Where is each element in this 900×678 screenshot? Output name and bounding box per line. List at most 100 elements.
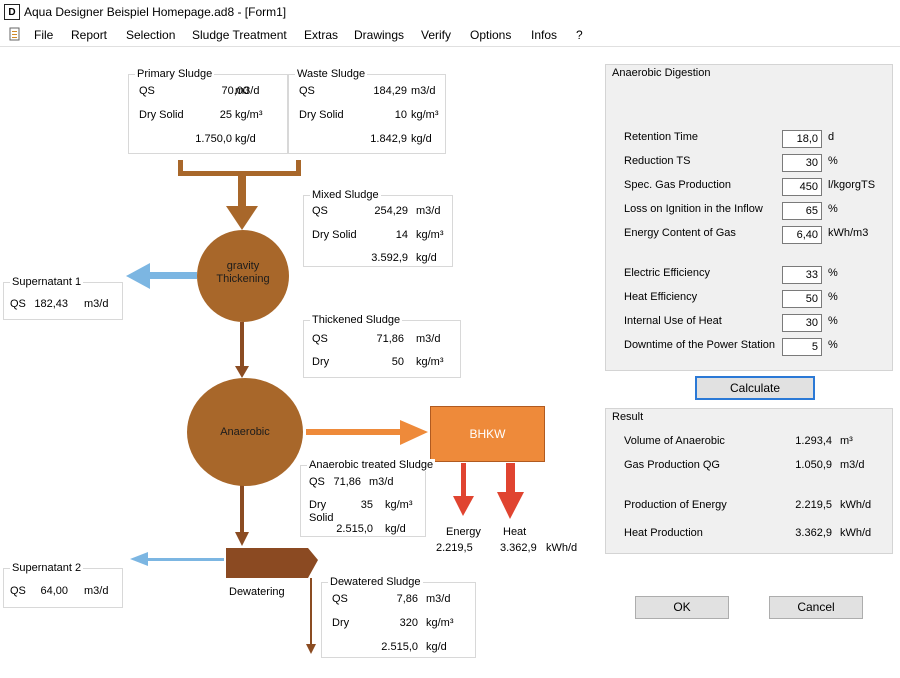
menu-drawings[interactable]: Drawings — [354, 28, 405, 42]
arrow-supernatant2 — [148, 558, 224, 561]
dry-unit: kg/m³ — [416, 356, 444, 368]
primary-sludge-title: Primary Sludge — [135, 68, 215, 80]
dry-solid-label: Dry Solid — [139, 109, 184, 121]
window-title: Aqua Designer Beispiel Homepage.ad8 - [F… — [24, 5, 287, 19]
electric-efficiency-input[interactable]: 33 — [782, 266, 822, 284]
arrow-energy — [461, 463, 466, 497]
downtime-power-station-unit: % — [828, 339, 838, 351]
menu-sludge-treatment[interactable]: Sludge Treatment — [192, 28, 287, 42]
menu-file[interactable]: File — [34, 28, 54, 42]
heat-production-unit: kWh/d — [840, 527, 872, 539]
dry-unit: kg/m³ — [385, 499, 413, 511]
energy-content-gas-input[interactable]: 6,40 — [782, 226, 822, 244]
volume-anaerobic-value: 1.293,4 — [795, 435, 832, 447]
qs-label: QS — [10, 585, 26, 597]
supernatant2-title: Supernatant 2 — [10, 562, 84, 574]
calculate-button[interactable]: Calculate — [695, 376, 815, 400]
document-menu-icon[interactable] — [8, 27, 22, 41]
dry-solid-unit: kg/m³ — [235, 109, 263, 121]
energy-content-gas-label: Energy Content of Gas — [624, 227, 736, 239]
loss-on-ignition-label: Loss on Ignition in the Inflow — [624, 203, 763, 215]
thickened-sludge-box: Thickened Sludge QS 71,86 m3/d Dry 50 kg… — [303, 314, 461, 378]
anaerobic-digestion-panel: Anaerobic Digestion Retention Time 18,0 … — [605, 64, 893, 371]
qs-value: 254,29 — [374, 205, 408, 217]
arrow-to-bhkw — [306, 429, 402, 435]
menu-report[interactable]: Report — [71, 28, 108, 42]
menu-selection[interactable]: Selection — [126, 28, 176, 42]
volume-anaerobic-unit: m³ — [840, 435, 853, 447]
downtime-power-station-label: Downtime of the Power Station — [624, 339, 776, 351]
collector-pipe — [178, 160, 183, 176]
qs-unit: m3/d — [235, 85, 260, 97]
load-value: 2.515,0 — [381, 641, 418, 653]
internal-use-heat-input[interactable]: 30 — [782, 314, 822, 332]
production-energy-label: Production of Energy — [624, 499, 727, 511]
loss-on-ignition-input[interactable]: 65 — [782, 202, 822, 220]
arrow-to-dewatering — [235, 532, 249, 546]
arrow-energy — [453, 496, 474, 516]
qs-value: 64,00 — [40, 585, 68, 597]
menu-extras[interactable]: Extras — [304, 28, 339, 42]
menu-options[interactable]: Options — [470, 28, 512, 42]
anaerobic-treated-title: Anaerobic treated Sludge — [307, 459, 436, 471]
qs-unit: m3/d — [411, 85, 436, 97]
primary-sludge-box: Primary Sludge QS 70,00 m3/d Dry Solid 2… — [128, 68, 288, 154]
thickening-label: Thickening — [216, 273, 270, 285]
retention-time-unit: d — [828, 131, 835, 143]
load-unit: kg/d — [416, 252, 437, 264]
qs-unit: m3/d — [416, 205, 441, 217]
heat-unit: kWh/d — [546, 542, 578, 554]
internal-use-heat-label: Internal Use of Heat — [624, 315, 722, 327]
arrow-to-dewatering — [240, 478, 244, 534]
production-energy-value: 2.219,5 — [795, 499, 832, 511]
qs-unit: m3/d — [416, 333, 441, 345]
internal-use-heat-unit: % — [828, 315, 838, 327]
production-energy-unit: kWh/d — [840, 499, 872, 511]
dry-value: 320 — [399, 617, 418, 629]
downtime-power-station-input[interactable]: 5 — [782, 338, 822, 356]
qs-unit: m3/d — [84, 585, 109, 597]
arrow-heat — [497, 492, 524, 519]
arrow-to-anaerobic — [235, 366, 249, 378]
collector-pipe — [178, 171, 301, 176]
arrow-supernatant1 — [150, 272, 197, 279]
heat-efficiency-label: Heat Efficiency — [624, 291, 698, 303]
arrow-to-thickening — [238, 176, 246, 208]
dry-solid-unit: kg/m³ — [411, 109, 439, 121]
title-bar: D Aqua Designer Beispiel Homepage.ad8 - … — [0, 0, 900, 24]
menu-infos[interactable]: Infos — [531, 28, 558, 42]
loss-on-ignition-unit: % — [828, 203, 838, 215]
menu-verify[interactable]: Verify — [421, 28, 452, 42]
heat-efficiency-input[interactable]: 50 — [782, 290, 822, 308]
gravity-thickening-tank[interactable]: gravity Thickening — [197, 230, 289, 322]
anaerobic-label: Anaerobic — [220, 426, 270, 438]
qs-label: QS — [312, 333, 328, 345]
menu-bar — [0, 24, 900, 47]
load-unit: kg/d — [235, 133, 256, 145]
qs-label: QS — [10, 298, 26, 310]
dry-label: Dry — [309, 499, 327, 511]
menu-help[interactable]: ? — [576, 28, 583, 42]
dry-solid-label: Dry Solid — [299, 109, 344, 121]
qs-value: 70,00 — [221, 85, 249, 97]
anaerobic-digester[interactable]: Anaerobic — [187, 378, 303, 486]
cancel-button[interactable]: Cancel — [769, 596, 863, 619]
retention-time-input[interactable]: 18,0 — [782, 130, 822, 148]
reduction-ts-unit: % — [828, 155, 838, 167]
load-unit: kg/d — [411, 133, 432, 145]
electric-efficiency-label: Electric Efficiency — [624, 267, 710, 279]
ok-button[interactable]: OK — [635, 596, 729, 619]
heat-label: Heat — [503, 526, 527, 538]
arrow-dewatered-out — [310, 578, 312, 646]
qs-value: 182,43 — [34, 298, 68, 310]
dry-solid-value: 14 — [395, 229, 408, 241]
dry-value: 50 — [391, 356, 404, 368]
spec-gas-production-input[interactable]: 450 — [782, 178, 822, 196]
qs-label: QS — [309, 476, 325, 488]
dry-value: 35 — [360, 499, 373, 511]
reduction-ts-input[interactable]: 30 — [782, 154, 822, 172]
load-value: 1.750,0 — [195, 133, 232, 145]
mixed-sludge-box: Mixed Sludge QS 254,29 m3/d Dry Solid 14… — [303, 189, 453, 267]
spec-gas-production-unit: l/kgorgTS — [828, 179, 876, 191]
bhkw-unit[interactable]: BHKW — [430, 406, 545, 462]
